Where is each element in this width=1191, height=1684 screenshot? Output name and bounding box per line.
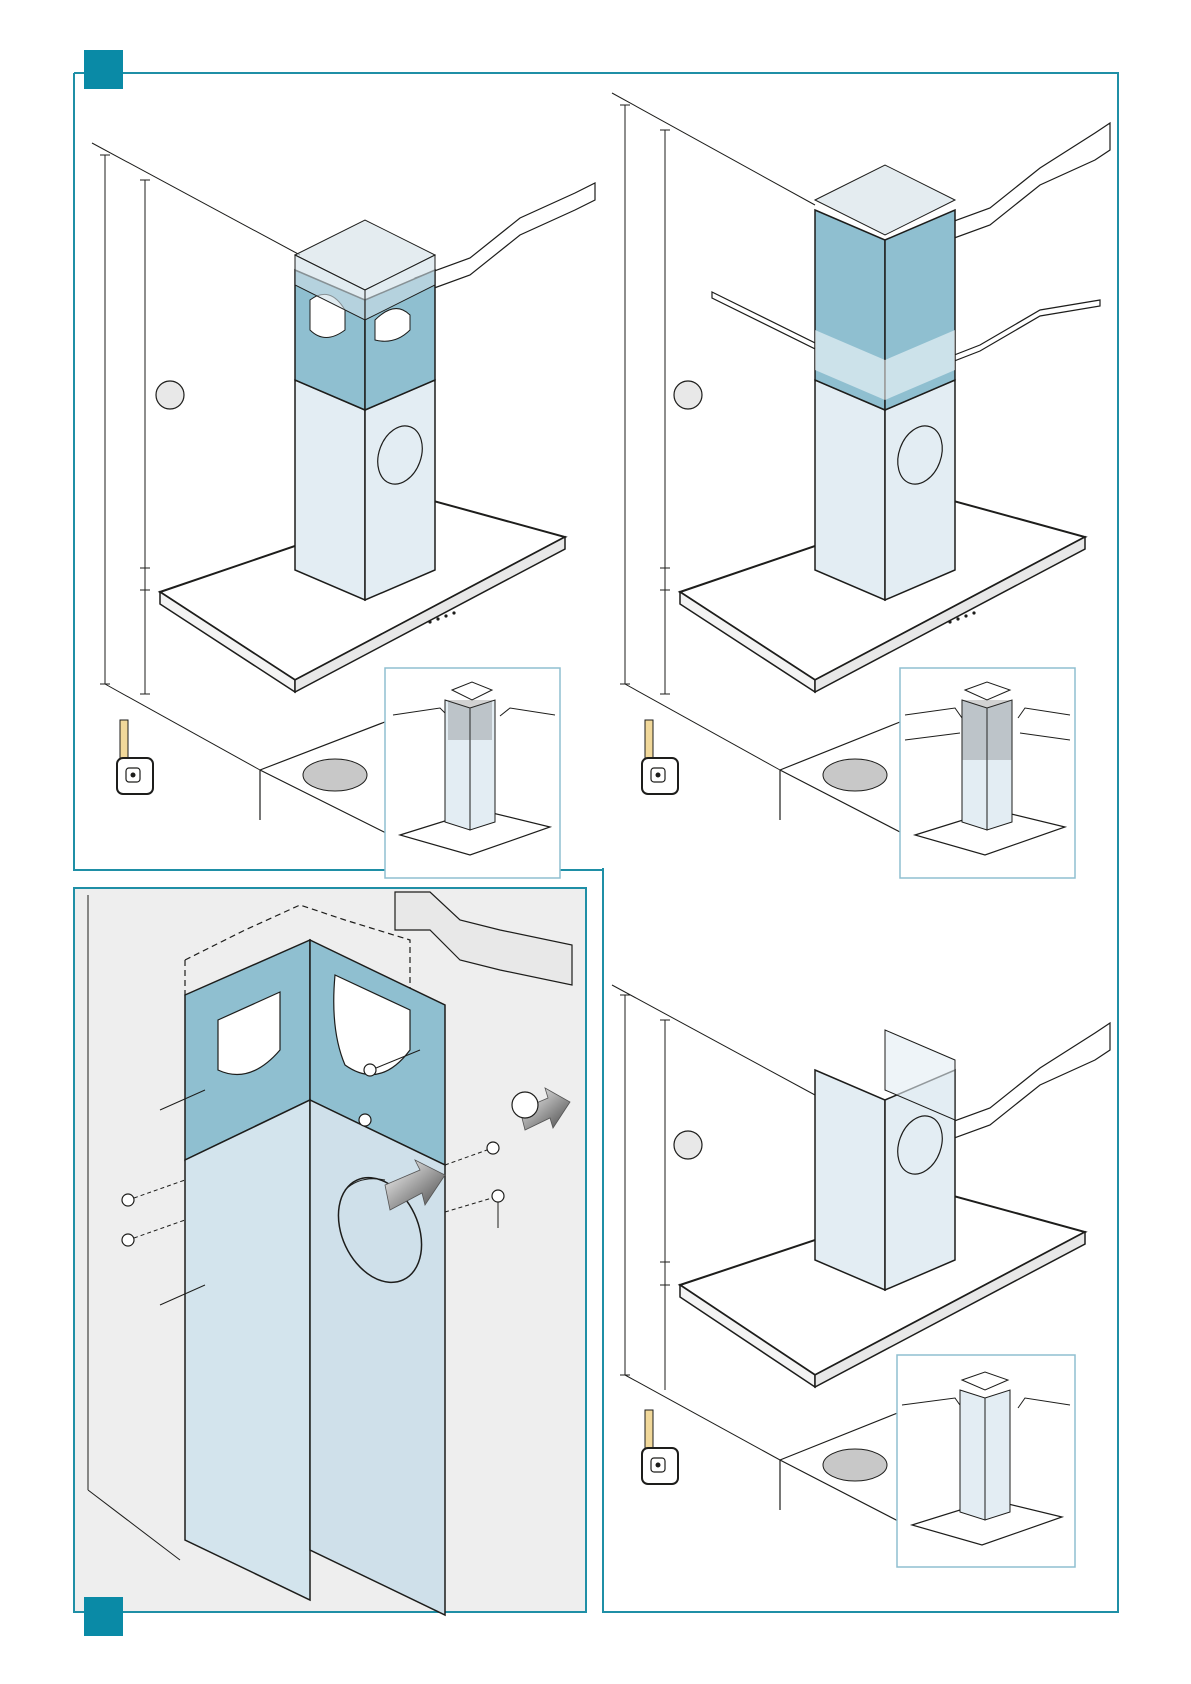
measuring-tape-icon [642,1410,678,1484]
measuring-tape-icon [642,720,678,794]
panel-top-right [612,93,1110,878]
step-marker [674,1131,702,1159]
measuring-tape-icon [117,720,153,794]
panel-bottom-right [612,985,1110,1567]
inset-detail [897,1355,1075,1567]
step-marker [156,381,184,409]
inset-detail [900,668,1075,878]
inset-detail [385,668,560,878]
step-marker [512,1092,538,1118]
panel-top-left [92,143,595,878]
corner-tab-icon [84,1597,123,1636]
screw-icon [359,1114,371,1126]
step-marker [674,381,702,409]
corner-tab-icon [84,50,123,89]
